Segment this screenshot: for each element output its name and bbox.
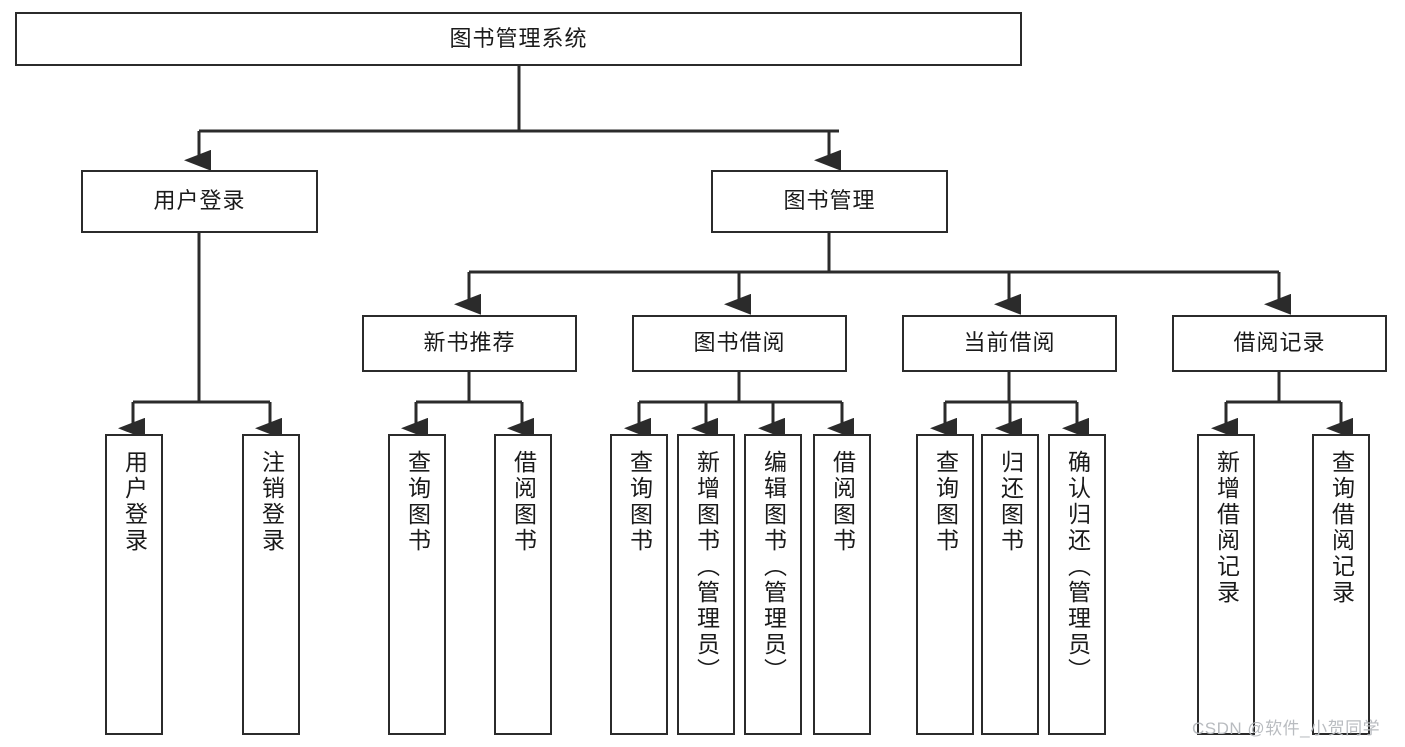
node-label: 查询图书 <box>932 450 959 554</box>
node-label: 借阅图书 <box>510 450 537 554</box>
node-leaf-query-book-borrow[interactable]: 查询图书 <box>610 434 668 735</box>
node-borrow-record[interactable]: 借阅记录 <box>1172 315 1387 372</box>
node-leaf-query-borrow-record[interactable]: 查询借阅记录 <box>1312 434 1370 735</box>
node-label: 编辑图书（管理员） <box>760 450 787 684</box>
node-label: 查询图书 <box>626 450 653 554</box>
node-leaf-user-login[interactable]: 用户登录 <box>105 434 163 735</box>
node-new-book-recommend[interactable]: 新书推荐 <box>362 315 577 372</box>
node-label: 注销登录 <box>258 450 285 554</box>
node-label: 新书推荐 <box>423 330 516 356</box>
node-label: 图书借阅 <box>693 330 786 356</box>
node-label: 借阅记录 <box>1233 330 1326 356</box>
node-label: 图书管理 <box>783 188 876 214</box>
node-leaf-edit-book-admin[interactable]: 编辑图书（管理员） <box>744 434 802 735</box>
node-label: 用户登录 <box>121 450 148 554</box>
node-user-login[interactable]: 用户登录 <box>81 170 318 233</box>
node-root-book-management-system[interactable]: 图书管理系统 <box>15 12 1022 66</box>
node-label: 新增图书（管理员） <box>693 450 720 684</box>
node-leaf-add-book-admin[interactable]: 新增图书（管理员） <box>677 434 735 735</box>
node-leaf-borrow-book-recommend[interactable]: 借阅图书 <box>494 434 552 735</box>
node-leaf-query-book-recommend[interactable]: 查询图书 <box>388 434 446 735</box>
node-current-borrow[interactable]: 当前借阅 <box>902 315 1117 372</box>
node-book-borrow[interactable]: 图书借阅 <box>632 315 847 372</box>
node-label: 借阅图书 <box>829 450 856 554</box>
node-leaf-return-book[interactable]: 归还图书 <box>981 434 1039 735</box>
node-leaf-confirm-return-admin[interactable]: 确认归还（管理员） <box>1048 434 1106 735</box>
node-label: 查询图书 <box>404 450 431 554</box>
node-label: 查询借阅记录 <box>1328 450 1355 606</box>
node-label: 确认归还（管理员） <box>1064 450 1091 684</box>
node-label: 归还图书 <box>997 450 1024 554</box>
node-label: 新增借阅记录 <box>1213 450 1240 606</box>
node-leaf-borrow-book[interactable]: 借阅图书 <box>813 434 871 735</box>
node-leaf-logout[interactable]: 注销登录 <box>242 434 300 735</box>
node-leaf-add-borrow-record[interactable]: 新增借阅记录 <box>1197 434 1255 735</box>
node-label: 当前借阅 <box>963 330 1056 356</box>
node-label: 用户登录 <box>153 188 246 214</box>
node-label: 图书管理系统 <box>449 25 588 51</box>
node-leaf-query-book-current[interactable]: 查询图书 <box>916 434 974 735</box>
csdn-watermark: CSDN @软件_小贺同学 <box>1192 719 1381 738</box>
node-book-management[interactable]: 图书管理 <box>711 170 948 233</box>
